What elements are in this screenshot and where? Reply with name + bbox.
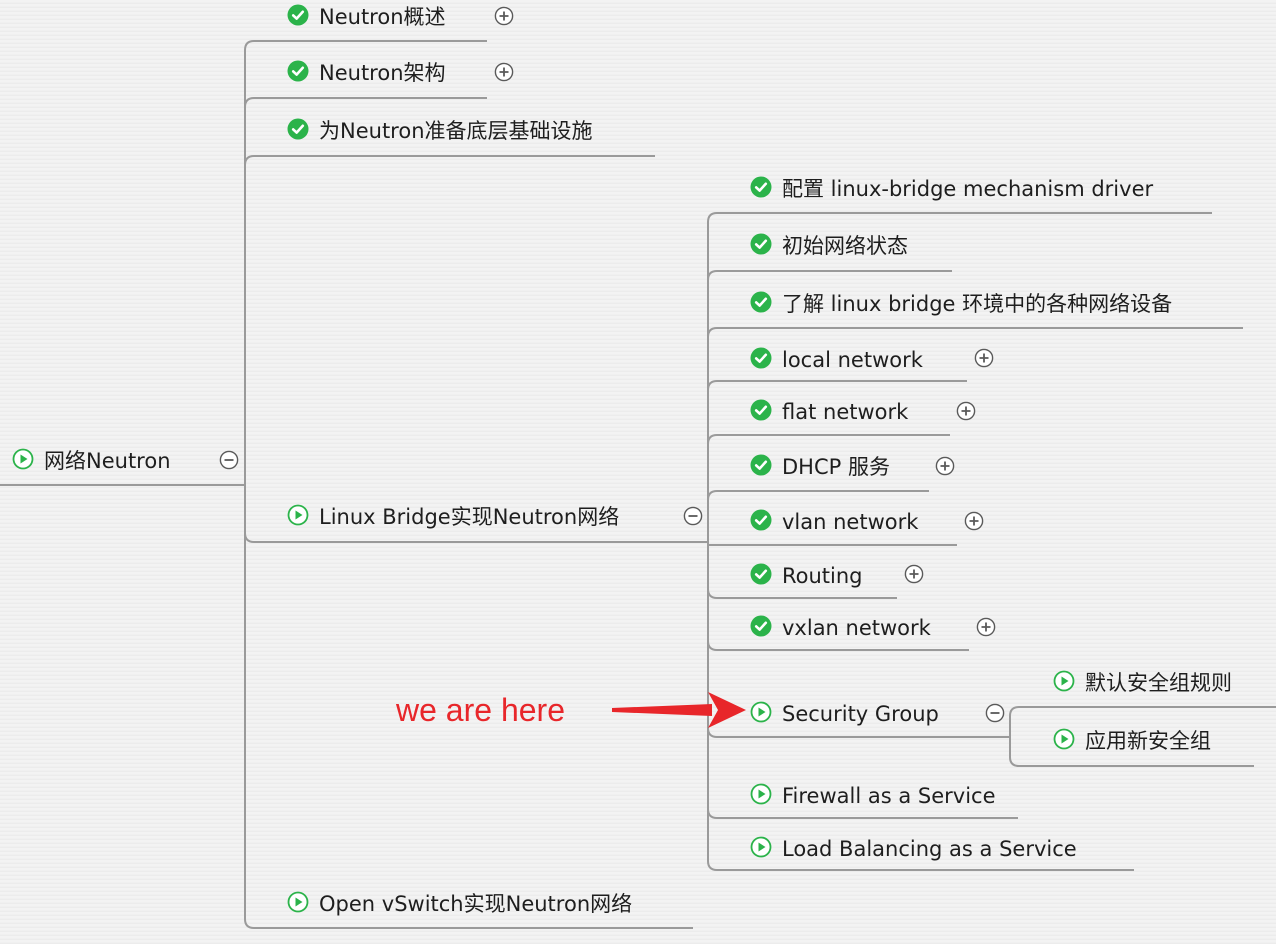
plus-circle-icon[interactable] <box>964 511 984 535</box>
play-circle-icon <box>750 836 782 863</box>
connector-neutron-architecture <box>244 97 487 485</box>
check-circle-icon <box>750 563 782 590</box>
plus-circle-icon[interactable] <box>974 348 994 372</box>
node-label: 为Neutron准备底层基础设施 <box>319 119 593 143</box>
node-label: vlan network <box>782 510 919 534</box>
node-dhcp-service[interactable]: DHCP 服务 <box>750 452 890 482</box>
minus-circle-icon[interactable] <box>985 703 1005 727</box>
check-circle-icon <box>750 347 782 374</box>
node-label: 初始网络状态 <box>782 234 908 258</box>
plus-circle-icon[interactable] <box>956 401 976 425</box>
connector-lb-devices <box>707 327 1243 542</box>
node-neutron-architecture[interactable]: Neutron架构 <box>287 58 446 88</box>
node-label: 配置 linux-bridge mechanism driver <box>782 177 1154 201</box>
check-circle-icon <box>750 233 782 260</box>
node-local-network[interactable]: local network <box>750 345 923 375</box>
connector-lb-loadbalancing <box>707 542 1134 871</box>
connector-lb-initial <box>707 270 952 542</box>
node-infrastructure[interactable]: 为Neutron准备底层基础设施 <box>287 116 593 146</box>
node-label: Linux Bridge实现Neutron网络 <box>319 505 620 529</box>
node-label: local network <box>782 348 923 372</box>
node-routing[interactable]: Routing <box>750 561 863 591</box>
node-label: 了解 linux bridge 环境中的各种网络设备 <box>782 292 1173 316</box>
node-label: Load Balancing as a Service <box>782 837 1077 861</box>
connector-lb-vlan <box>707 542 957 546</box>
node-label: 应用新安全组 <box>1085 729 1211 753</box>
node-label: 网络Neutron <box>44 449 171 473</box>
node-label: vxlan network <box>782 616 931 640</box>
node-label: Security Group <box>782 702 939 726</box>
play-circle-icon <box>287 504 319 531</box>
node-label: flat network <box>782 400 909 424</box>
node-linux-bridge[interactable]: Linux Bridge实现Neutron网络 <box>287 502 619 532</box>
check-circle-icon <box>750 176 782 203</box>
play-circle-icon <box>750 701 782 728</box>
node-security-group[interactable]: Security Group <box>750 699 939 729</box>
check-circle-icon <box>750 615 782 642</box>
plus-circle-icon[interactable] <box>494 6 514 30</box>
connector-lb-local <box>707 380 967 542</box>
node-apply-new-group[interactable]: 应用新安全组 <box>1053 726 1211 756</box>
connector-lb-dhcp <box>707 490 929 542</box>
connector-sg-apply <box>1009 737 1254 767</box>
node-initial-network-state[interactable]: 初始网络状态 <box>750 231 908 261</box>
minus-circle-icon[interactable] <box>683 506 703 530</box>
node-load-balancing-service[interactable]: Load Balancing as a Service <box>750 834 1077 864</box>
check-circle-icon <box>750 509 782 536</box>
node-open-vswitch[interactable]: Open vSwitch实现Neutron网络 <box>287 889 632 919</box>
plus-circle-icon[interactable] <box>494 62 514 86</box>
connector-lb-flat <box>707 434 950 542</box>
node-flat-network[interactable]: flat network <box>750 397 908 427</box>
node-label: Routing <box>782 564 863 588</box>
check-circle-icon <box>287 60 319 87</box>
node-label: Open vSwitch实现Neutron网络 <box>319 892 633 916</box>
node-default-rules[interactable]: 默认安全组规则 <box>1053 668 1232 698</box>
connector-neutron-overview <box>244 40 487 485</box>
check-circle-icon <box>750 399 782 426</box>
play-circle-icon <box>1053 728 1085 755</box>
check-circle-icon <box>287 118 319 145</box>
play-circle-icon <box>12 448 44 475</box>
node-label: DHCP 服务 <box>782 455 890 479</box>
minus-circle-icon[interactable] <box>219 450 239 474</box>
node-linux-bridge-driver[interactable]: 配置 linux-bridge mechanism driver <box>750 174 1153 204</box>
connector-sg-default <box>1009 706 1276 737</box>
plus-circle-icon[interactable] <box>976 617 996 641</box>
arrow-right-icon <box>612 692 746 728</box>
annotation-we-are-here: we are here <box>396 692 565 728</box>
node-root-neutron[interactable]: 网络Neutron <box>12 446 171 476</box>
node-label: Neutron架构 <box>319 61 446 85</box>
node-label: 默认安全组规则 <box>1085 671 1232 695</box>
play-circle-icon <box>287 891 319 918</box>
node-network-devices[interactable]: 了解 linux bridge 环境中的各种网络设备 <box>750 289 1172 319</box>
node-vlan-network[interactable]: vlan network <box>750 507 918 537</box>
node-firewall-service[interactable]: Firewall as a Service <box>750 781 996 811</box>
connector-open-vswitch <box>244 485 693 929</box>
node-neutron-overview[interactable]: Neutron概述 <box>287 2 446 32</box>
node-label: Neutron概述 <box>319 5 446 29</box>
connector-lb-driver <box>707 212 1212 542</box>
check-circle-icon <box>750 291 782 318</box>
check-circle-icon <box>287 4 319 31</box>
plus-circle-icon[interactable] <box>904 564 924 588</box>
plus-circle-icon[interactable] <box>935 456 955 480</box>
play-circle-icon <box>750 783 782 810</box>
play-circle-icon <box>1053 670 1085 697</box>
connector-infrastructure <box>244 155 655 485</box>
check-circle-icon <box>750 454 782 481</box>
node-vxlan-network[interactable]: vxlan network <box>750 613 931 643</box>
node-label: Firewall as a Service <box>782 784 996 808</box>
